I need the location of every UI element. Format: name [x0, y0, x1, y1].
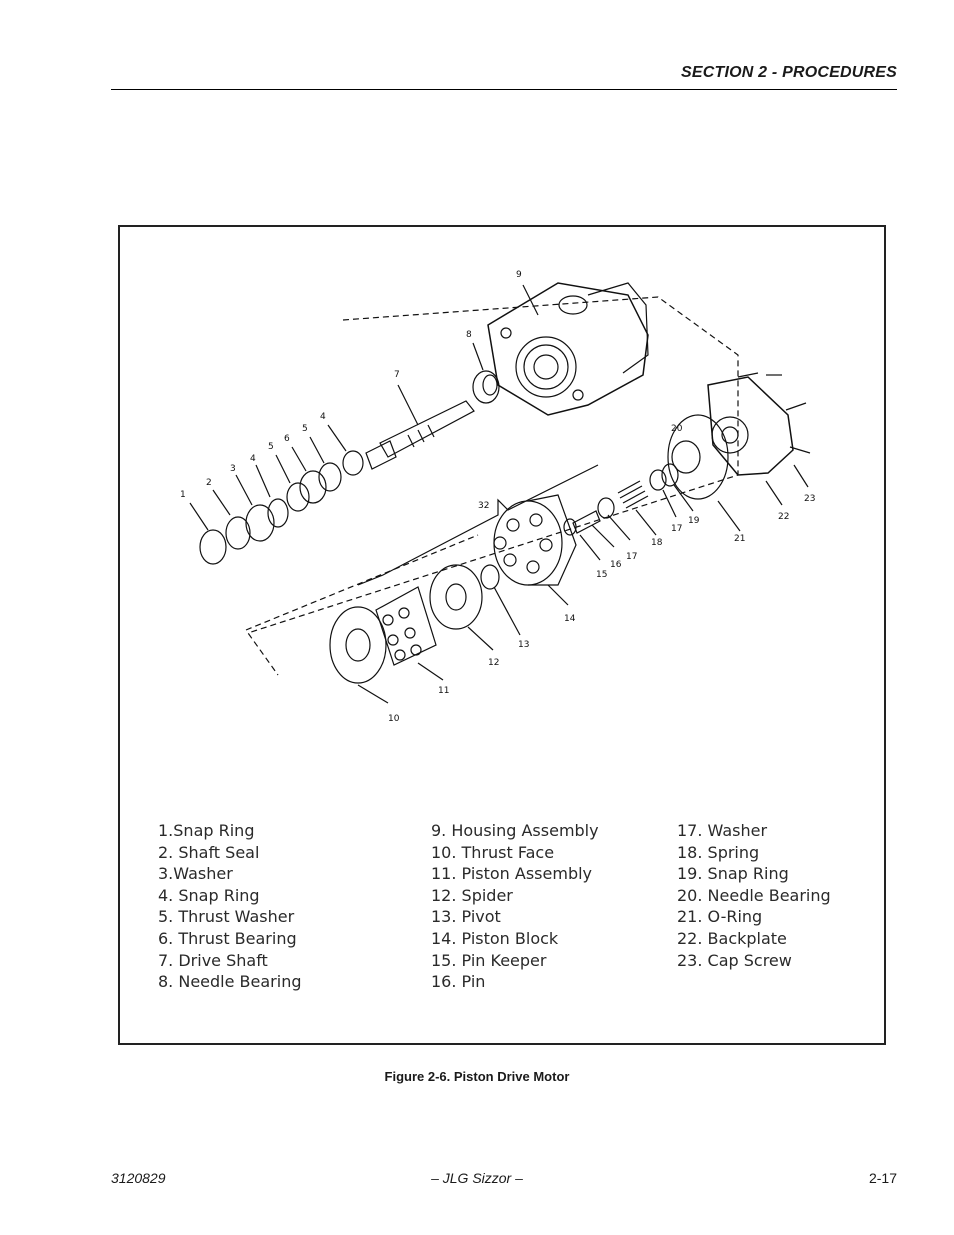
legend-item: 9. Housing Assembly [431, 821, 599, 840]
assembly-outline-upper [247, 296, 739, 676]
footer-title: – JLG Sizzor – [431, 1170, 523, 1186]
callout-11: 11 [438, 686, 449, 696]
callout-19: 19 [688, 516, 700, 526]
callout-16: 16 [610, 560, 622, 570]
thrust-washer-5b [318, 462, 342, 492]
legend-item: 14. Piston Block [431, 928, 559, 948]
callout-20: 20 [671, 424, 683, 434]
callout-22: 22 [778, 512, 789, 522]
legend-item: 23. Cap Screw [677, 950, 792, 970]
assembly-outline-lower [245, 534, 479, 631]
legend-item: 22. Backplate [677, 928, 787, 948]
callout-4b: 4 [320, 412, 326, 422]
legend-item: 12. Spider [431, 885, 513, 905]
figure-caption: Figure 2-6. Piston Drive Motor [384, 1069, 570, 1084]
shaft-seal-2 [225, 516, 251, 550]
legend-item: 3.Washer [158, 864, 233, 884]
callout-14: 14 [564, 614, 576, 624]
exploded-view-drawing: 1 2 3 4 5 6 5 4 7 8 9 32 10 11 12 13 14 … [180, 270, 815, 724]
legend-item: 6. Thrust Bearing [158, 928, 297, 948]
legend-item: 1.Snap Ring [158, 821, 255, 840]
legend-column-2: 9. Housing Assembly 10. Thrust Face 11. … [431, 820, 599, 993]
legend-column-1: 1.Snap Ring 2. Shaft Seal 3.Washer 4. Sn… [158, 820, 301, 993]
callout-8: 8 [466, 330, 472, 340]
snap-ring-1 [199, 529, 227, 565]
callout-5: 5 [268, 442, 274, 452]
thrust-bearing-6 [299, 470, 327, 504]
legend-column-3: 17. Washer 18. Spring 19. Snap Ring 20. … [677, 820, 831, 971]
legend-item: 16. Pin [431, 972, 486, 992]
callout-3: 3 [230, 464, 236, 474]
legend-item: 8. Needle Bearing [158, 972, 302, 992]
snap-ring-4b [342, 450, 364, 476]
page-number: 2-17 [868, 1170, 897, 1186]
callout-23: 23 [804, 494, 815, 504]
section-title: SECTION 2 - PROCEDURES [681, 64, 897, 81]
thrust-face [329, 606, 387, 684]
callout-5b: 5 [302, 424, 308, 434]
callout-9: 9 [516, 270, 522, 280]
legend-item: 18. Spring [677, 842, 760, 862]
callout-32: 32 [478, 501, 489, 511]
legend-item: 10. Thrust Face [431, 842, 555, 862]
drive-shaft [365, 400, 475, 470]
legend-item: 13. Pivot [431, 907, 501, 927]
callout-10: 10 [388, 714, 400, 724]
snap-ring-4 [267, 498, 289, 528]
legend-item: 17. Washer [677, 821, 768, 840]
callout-1: 1 [180, 490, 186, 500]
callout-2: 2 [206, 478, 212, 488]
backplate [707, 372, 811, 476]
doc-number: 3120829 [111, 1170, 166, 1186]
legend-item: 21. O-Ring [677, 907, 763, 927]
callout-17: 17 [626, 552, 637, 562]
needle-bearing-8 [472, 370, 500, 404]
callout-18: 18 [651, 538, 663, 548]
snap-ring-19 [661, 463, 679, 487]
legend-item: 2. Shaft Seal [158, 842, 260, 862]
callout-21: 21 [734, 534, 745, 544]
legend-item: 15. Pin Keeper [431, 950, 547, 970]
legend-item: 19. Snap Ring [677, 864, 789, 884]
callout-4: 4 [250, 454, 256, 464]
legend-item: 5. Thrust Washer [158, 907, 295, 927]
spring [617, 480, 649, 509]
housing-assembly [487, 282, 649, 416]
bracket-32 [357, 464, 599, 586]
o-ring [667, 414, 729, 500]
thrust-washer-5 [286, 482, 310, 512]
callout-13: 13 [518, 640, 529, 650]
washer-3 [245, 504, 275, 542]
legend-item: 4. Snap Ring [158, 885, 260, 905]
pin [563, 518, 577, 536]
callout-17b: 17 [671, 524, 682, 534]
callout-15: 15 [596, 570, 607, 580]
legend-item: 11. Piston Assembly [431, 864, 593, 884]
header-rule [111, 89, 897, 90]
washer-17 [649, 469, 667, 491]
legend-item: 7. Drive Shaft [158, 950, 268, 970]
washer-17b [597, 497, 615, 519]
pivot [480, 564, 500, 590]
spider [429, 564, 483, 630]
legend-item: 20. Needle Bearing [677, 885, 831, 905]
callout-12: 12 [488, 658, 499, 668]
callout-6: 6 [284, 434, 290, 444]
callout-7: 7 [394, 370, 400, 380]
needle-bearing-20 [671, 440, 701, 474]
piston-assembly [375, 586, 437, 666]
figure-frame [118, 225, 886, 1045]
